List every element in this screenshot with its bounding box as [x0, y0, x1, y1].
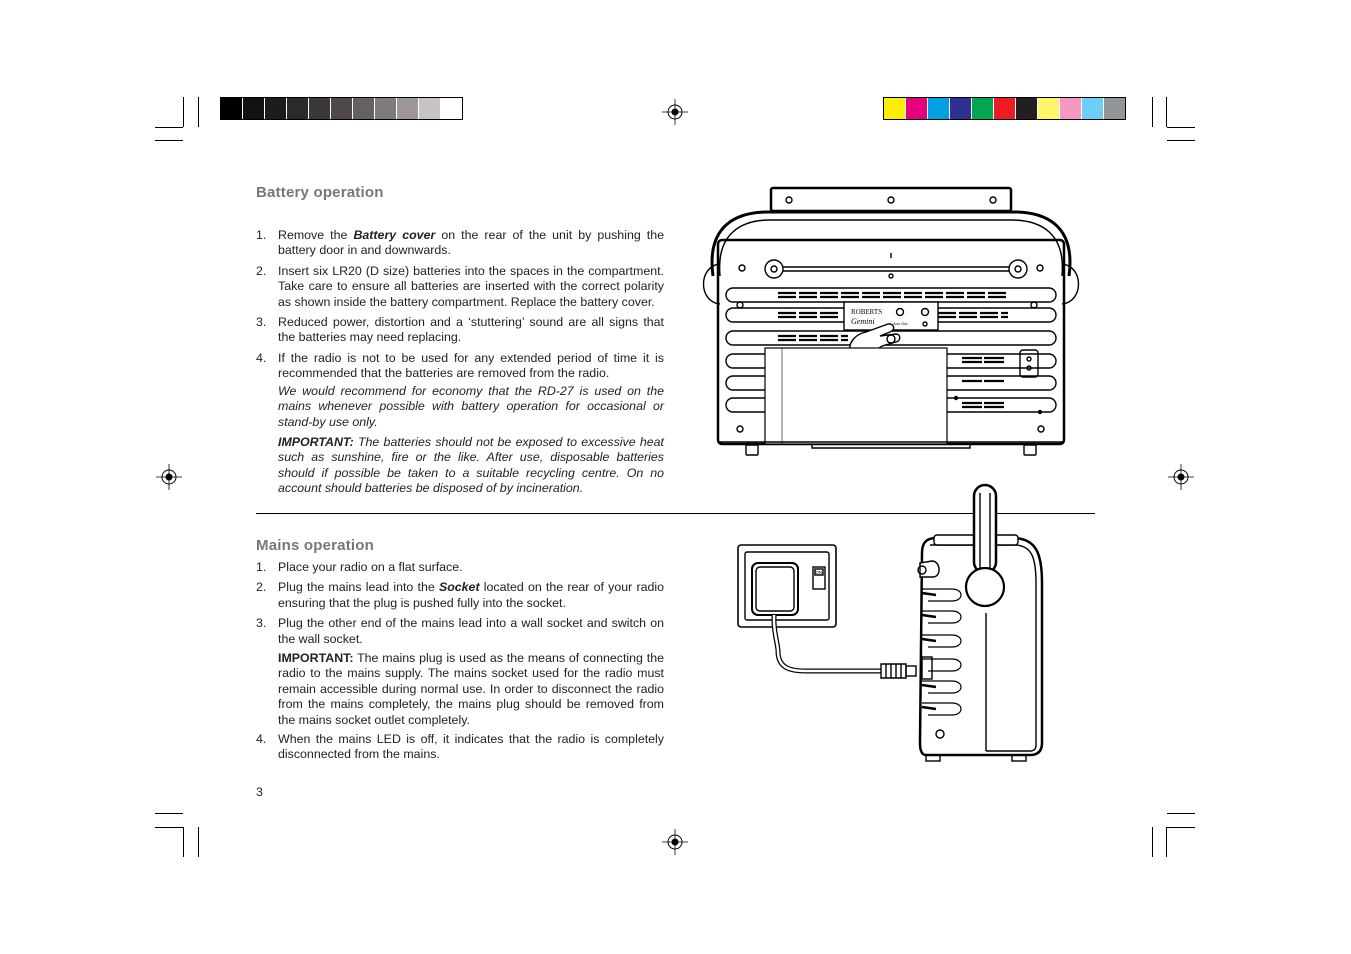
color-swatch	[1038, 98, 1060, 119]
wall-switch-label: ON	[816, 570, 823, 575]
battery-section-heading: Battery operation	[256, 184, 384, 201]
color-swatch	[353, 98, 375, 119]
model-label: Gemini	[851, 317, 875, 326]
step-number: 4.	[256, 732, 267, 746]
color-swatch	[243, 98, 265, 119]
step-text: Plug the other end of the mains lead int…	[278, 616, 664, 646]
step-number: 2.	[256, 263, 267, 278]
list-item: 1. Remove the Battery cover on the rear …	[256, 228, 664, 259]
important-text: The mains plug is used as the means of c…	[278, 651, 664, 727]
step-text: Place your radio on a flat surface.	[278, 560, 463, 574]
color-swatch	[928, 98, 950, 119]
step-text: If the radio is not to be used for any e…	[278, 350, 664, 381]
list-item: 4. If the radio is not to be used for an…	[256, 351, 664, 382]
color-swatch	[994, 98, 1016, 119]
registration-mark-icon	[156, 464, 182, 490]
color-swatch	[265, 98, 287, 119]
socket-term: Socket	[438, 580, 480, 595]
step-text: Reduced power, distortion and a ‘stutter…	[278, 315, 664, 345]
list-item: 3. Plug the other end of the mains lead …	[256, 616, 664, 647]
color-swatch	[331, 98, 353, 119]
color-swatch	[906, 98, 928, 119]
section-divider	[256, 513, 1095, 514]
color-swatch	[1016, 98, 1038, 119]
mains-important-note: IMPORTANT: The mains plug is used as the…	[278, 651, 664, 728]
color-swatch	[375, 98, 397, 119]
step-number: 3.	[256, 315, 267, 330]
step-number: 1.	[256, 228, 267, 242]
grayscale-color-bar	[220, 97, 463, 120]
list-item: 1. Place your radio on a flat surface.	[256, 560, 664, 575]
mains-section-heading: Mains operation	[256, 537, 375, 554]
step-text: Plug the mains lead into the	[278, 580, 439, 595]
mains-steps-list: 1. Place your radio on a flat surface. 2…	[256, 560, 664, 652]
color-swatch	[950, 98, 972, 119]
step-text: When the mains LED is off, it indicates …	[278, 732, 664, 762]
aux-out-label: Aux Out	[893, 321, 908, 326]
step-number: 3.	[256, 616, 267, 631]
color-swatch	[884, 98, 906, 119]
process-color-bar	[883, 97, 1126, 120]
color-swatch	[1060, 98, 1082, 119]
list-item: 3. Reduced power, distortion and a ‘stut…	[256, 315, 664, 346]
color-swatch	[287, 98, 309, 119]
battery-cover-term: Battery cover	[353, 228, 436, 242]
step-number: 1.	[256, 560, 267, 574]
color-swatch	[1104, 98, 1125, 119]
important-text: The batteries should not be exposed to e…	[278, 435, 664, 496]
step-text: Remove the	[278, 228, 354, 242]
brand-label: ROBERTS	[851, 308, 882, 316]
radio-rear-view-illustration: ROBERTS Gemini Aux Out	[703, 186, 1079, 456]
color-swatch	[221, 98, 243, 119]
list-item: 2. Plug the mains lead into the Socket l…	[256, 580, 664, 611]
registration-mark-icon	[1168, 464, 1194, 490]
mains-step-4-list: 4. When the mains LED is off, it indicat…	[256, 732, 664, 768]
battery-steps-list: 1. Remove the Battery cover on the rear …	[256, 228, 664, 387]
battery-important-note: IMPORTANT: The batteries should not be e…	[278, 435, 664, 497]
list-item: 4. When the mains LED is off, it indicat…	[256, 732, 664, 763]
list-item: 2. Insert six LR20 (D size) batteries in…	[256, 264, 664, 310]
color-swatch	[397, 98, 419, 119]
step-number: 4.	[256, 350, 267, 365]
page-number: 3	[256, 785, 263, 799]
radio-mains-connection-illustration: ON	[737, 483, 1044, 762]
color-swatch	[309, 98, 331, 119]
economy-recommendation: We would recommend for economy that the …	[278, 384, 664, 429]
step-number: 2.	[256, 580, 267, 595]
registration-mark-icon	[662, 829, 688, 855]
step-text: located on the rear of your radio ensuri…	[278, 580, 664, 610]
color-swatch	[972, 98, 994, 119]
color-swatch	[419, 98, 441, 119]
color-swatch	[441, 98, 462, 119]
color-swatch	[1082, 98, 1104, 119]
important-label: IMPORTANT:	[278, 651, 354, 665]
important-label: IMPORTANT:	[278, 435, 354, 449]
registration-mark-icon	[662, 99, 688, 125]
step-text: Insert six LR20 (D size) batteries into …	[278, 263, 664, 309]
step-text: on the rear of the unit by pushing the b…	[278, 228, 665, 258]
